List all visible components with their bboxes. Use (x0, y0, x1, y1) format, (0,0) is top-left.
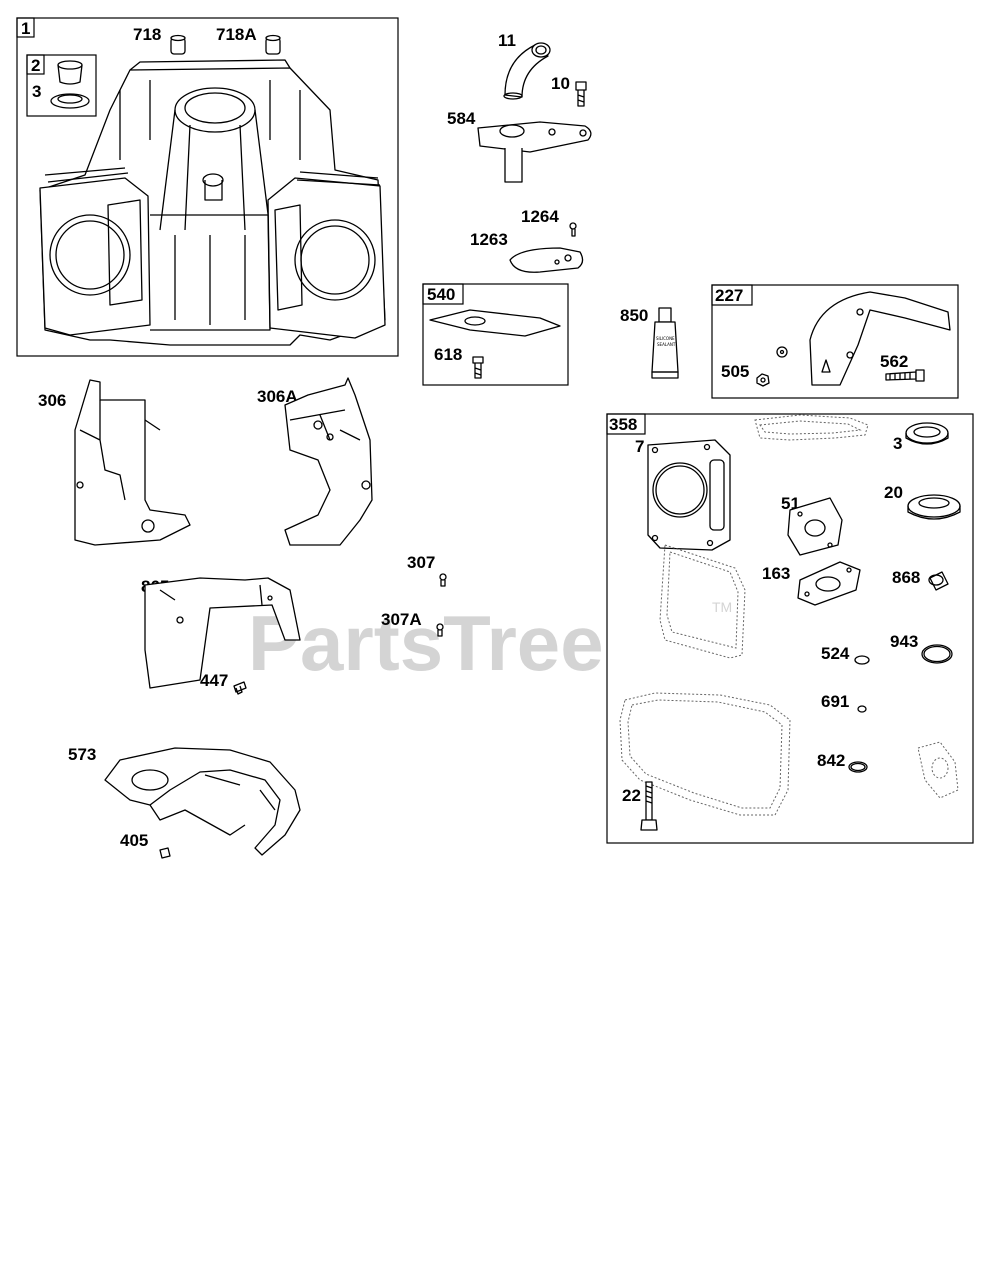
callout-584: 584 (447, 109, 476, 128)
box-227: 227 505 562 (711, 284, 959, 399)
gasket-540-part (429, 309, 561, 337)
callout-307a: 307A (381, 610, 422, 629)
head-gasket-7-part (647, 439, 731, 551)
callout-1263: 1263 (470, 230, 508, 249)
washer-227-part (776, 346, 788, 358)
box-227-tag (711, 284, 753, 306)
breather-tube-part (503, 42, 551, 100)
callout-868: 868 (892, 568, 920, 587)
bracket-227-part (809, 291, 951, 386)
box-227-frame (711, 284, 959, 399)
callout-7: 7 (635, 437, 644, 456)
oil-pan-gasket-part (659, 544, 746, 659)
callout-943: 943 (890, 632, 918, 651)
baffle-865-part (144, 577, 301, 689)
callout-842: 842 (817, 751, 845, 770)
dowel-pin-718 (170, 34, 186, 55)
callout-11: 11 (498, 31, 516, 50)
sealant-label-line-2: SEALANT (657, 342, 676, 347)
box-1-frame (16, 17, 399, 357)
box-358-number: 358 (609, 415, 637, 434)
callout-3-kit: 3 (893, 434, 902, 453)
seal-20-part (907, 494, 961, 520)
intake-gasket-part (917, 741, 959, 799)
box-358-frame (606, 413, 974, 844)
callout-505: 505 (721, 362, 749, 381)
dowel-pin-718a (265, 34, 281, 55)
callout-524: 524 (821, 644, 850, 663)
callout-22: 22 (622, 786, 641, 805)
o-ring-842-part (848, 761, 868, 773)
baffle-1263-part (509, 247, 584, 273)
callout-850: 850 (620, 306, 648, 325)
bolt-22-part (640, 781, 658, 831)
box-2-number: 2 (31, 56, 40, 75)
callout-573: 573 (68, 745, 96, 764)
callout-10: 10 (551, 74, 570, 93)
gasket-163-part (797, 561, 861, 606)
screw-10-part (575, 81, 587, 107)
breather-plate-part (477, 121, 592, 183)
callout-691: 691 (821, 692, 849, 711)
o-ring-524-part (854, 655, 870, 665)
cap-868-part (928, 571, 949, 591)
box-358-tag (606, 413, 646, 435)
callout-306a: 306A (257, 387, 298, 406)
watermark-text: PartsTree (248, 599, 604, 687)
oil-seal-part (50, 93, 90, 109)
screw-562-part (885, 369, 925, 382)
seal-3-part (905, 422, 949, 445)
o-ring-691-part (857, 705, 867, 713)
callout-562: 562 (880, 352, 908, 371)
screw-405-part (159, 847, 171, 859)
o-ring-943-part (921, 644, 953, 664)
shield-306a-part (284, 377, 373, 546)
callout-3-seal: 3 (32, 82, 41, 101)
callout-718: 718 (133, 25, 161, 44)
box-540-frame (422, 283, 569, 386)
box-1-number: 1 (21, 19, 30, 38)
callout-618: 618 (434, 345, 462, 364)
screw-307a-part (436, 623, 444, 637)
valve-cover-gasket-part (754, 414, 869, 441)
callout-20: 20 (884, 483, 903, 502)
watermark-trademark: TM (712, 599, 732, 615)
sealant-tube-part: SILICONE SEALANT (651, 307, 679, 379)
box-227-number: 227 (715, 286, 743, 305)
box-2-tag (26, 54, 45, 75)
box-540: 540 618 (422, 283, 569, 386)
gasket-51-part (787, 497, 843, 556)
crankcase-gasket-part (619, 692, 791, 816)
screw-1264-part (569, 222, 577, 237)
callout-1264: 1264 (521, 207, 559, 226)
screw-447-part (233, 681, 247, 695)
shield-306-part (74, 379, 191, 546)
nut-505-part (756, 373, 770, 387)
cylinder-block-part (39, 59, 386, 346)
bushing-part (57, 60, 83, 85)
shroud-573-part (104, 747, 301, 856)
box-2-frame (26, 54, 97, 117)
callout-447: 447 (200, 671, 228, 690)
screw-307-part (439, 573, 447, 587)
box-540-number: 540 (427, 285, 455, 304)
box-358-gasket-kit: 358 7 3 51 (606, 413, 974, 844)
callout-405: 405 (120, 831, 148, 850)
callout-718a: 718A (216, 25, 257, 44)
sealant-label-line-1: SILICONE (656, 336, 675, 341)
callout-307: 307 (407, 553, 435, 572)
screw-618-part (472, 356, 484, 379)
box-1-cylinder-block: 1 2 3 718 718A (16, 17, 399, 357)
callout-306: 306 (38, 391, 66, 410)
box-1-tag (16, 17, 35, 38)
callout-163: 163 (762, 564, 790, 583)
box-540-tag (422, 283, 464, 305)
